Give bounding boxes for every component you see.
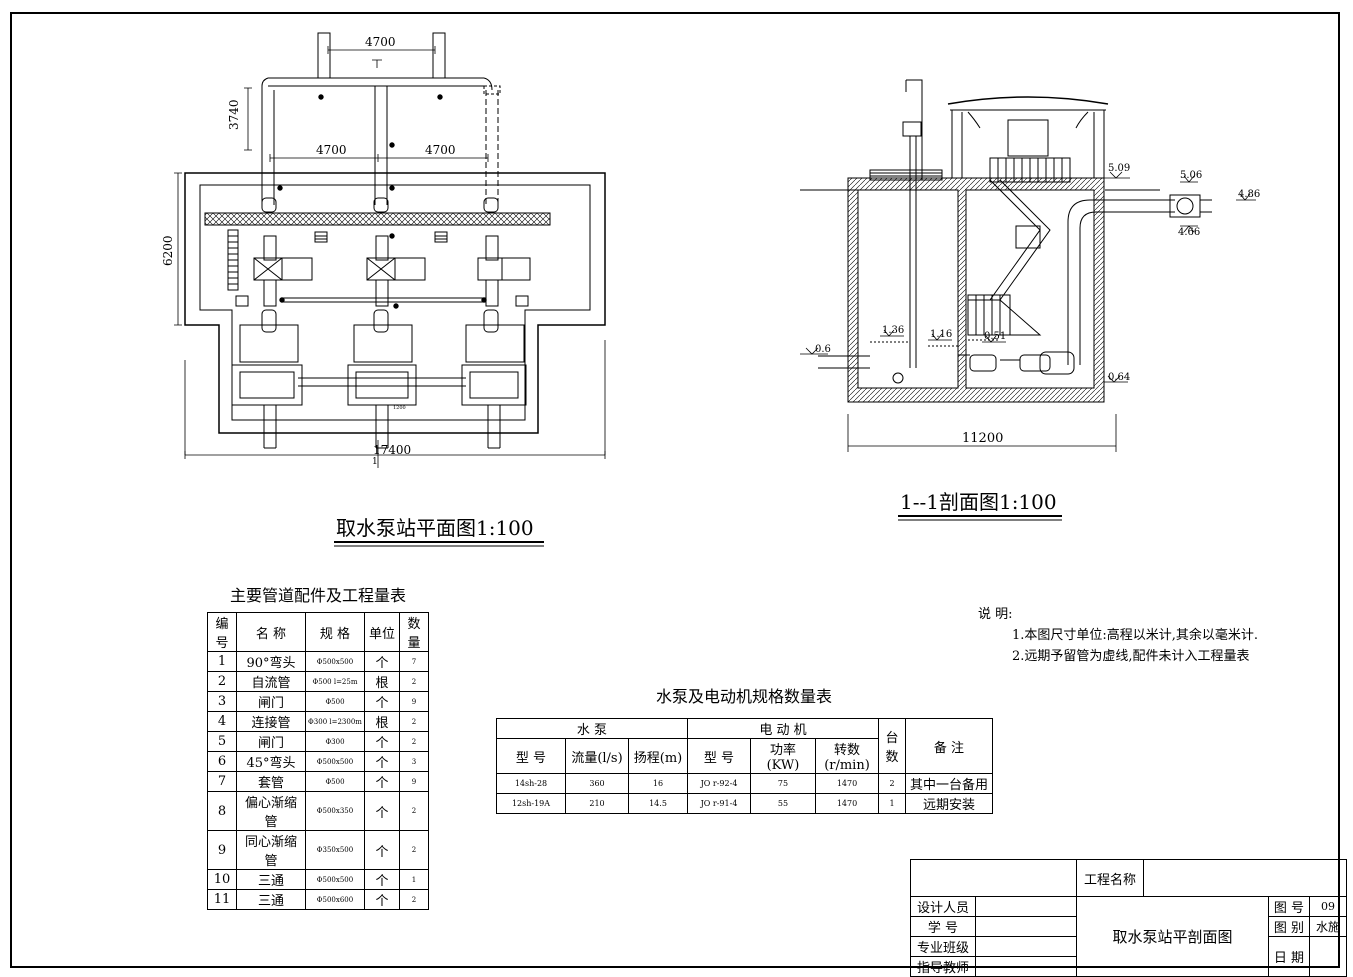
crane-beam: [204, 212, 551, 226]
project-name-label: 工程名称: [1076, 859, 1144, 897]
level-markers: [800, 171, 1256, 383]
header-name: 名 称: [236, 612, 306, 652]
header-spec: 规 格: [305, 612, 365, 652]
table-header-row: 编号 名 称 规 格 单位 数量: [207, 612, 429, 652]
section-title: 1--1剖面图1:100: [900, 490, 1057, 514]
pump-unit-2: [366, 197, 426, 333]
level-0-51: 0.51: [984, 331, 1007, 342]
header-no: 编号: [207, 612, 237, 652]
valve-markers: [277, 94, 487, 309]
header-qty: 数量: [399, 612, 429, 652]
title-block: 工程名称 设计人员 取水泵站平剖面图 图 号 09 学 号 图 别 水施 专业班…: [910, 859, 1347, 977]
pipe-table-title: 主要管道配件及工程量表: [230, 586, 407, 605]
field-category-value: 水施: [1309, 916, 1347, 937]
field-date-value: [1309, 936, 1347, 977]
section-dimension: [847, 414, 1117, 452]
level-4-66: 4.66: [1178, 227, 1201, 238]
pump-unit-3: [477, 197, 531, 333]
field-drawing-no-label: 图 号: [1268, 896, 1310, 917]
pump-table-group-row: 水 泵 电 动 机 台数 备 注: [496, 718, 993, 774]
header-unit: 单位: [364, 612, 400, 652]
dim-mid-span-a: 4700: [316, 143, 347, 157]
group-pump: 水 泵: [496, 718, 688, 739]
section-mark: 1: [372, 457, 378, 467]
plan-title: 取水泵站平面图1:100: [336, 516, 534, 540]
dim-mid-span-b: 4700: [425, 143, 456, 157]
role-student-id: 学 号: [910, 916, 976, 937]
wet-well-chambers: [231, 324, 527, 406]
dim-top-span: 4700: [365, 35, 396, 49]
pump-table-title: 水泵及电动机规格数量表: [656, 687, 833, 706]
level-0-64: 0.64: [1108, 372, 1131, 383]
connecting-pipe: [282, 297, 486, 303]
outlet-pipes: [263, 405, 501, 448]
level-1-16: 1.16: [930, 329, 953, 340]
section-view: [800, 79, 1256, 452]
note-1: 1.本图尺寸单位:高程以米计,其余以毫米计.: [1012, 628, 1259, 643]
col-remark: 备 注: [905, 718, 993, 774]
section-stairs: [967, 157, 1071, 336]
plan-dimensions: [174, 46, 606, 468]
notes-heading: 说 明:: [978, 607, 1013, 622]
plan-stair: [227, 229, 239, 291]
level-5-09: 5.09: [1108, 163, 1131, 174]
water-levels: [870, 339, 1000, 347]
superstructure: [951, 110, 1105, 178]
level-1-36: 1.36: [882, 325, 905, 336]
table-row: 14sh-28 360 16 JO r-92-4 75 1470 2 其中一台备…: [496, 773, 993, 794]
dim-vertical-a: 3740: [227, 99, 241, 130]
project-name-value: [1143, 859, 1347, 897]
plan-outer-wall: [184, 172, 606, 434]
level-4-86: 4.86: [1238, 189, 1261, 200]
notes: 说 明: 1.本图尺寸单位:高程以米计,其余以毫米计. 2.远期予留管为虚线,配…: [978, 604, 1258, 667]
pump-unit-1: [253, 197, 313, 333]
section-length: 11200: [962, 431, 1004, 446]
roof: [947, 96, 1109, 105]
level-0-6: 0.6: [815, 344, 831, 355]
role-designer: 设计人员: [910, 896, 976, 917]
drawing-frame: [10, 12, 1340, 968]
field-date-label: 日 期: [1268, 936, 1310, 977]
role-supervisor: 指导教师: [910, 956, 976, 977]
pump-motor-table: 水 泵 电 动 机 台数 备 注 型 号 流量(l/s) 扬程(m) 型 号 功…: [496, 718, 993, 814]
suction-pipes: [261, 77, 493, 205]
plan-inner-wall: [199, 184, 591, 421]
section-outlet-pipe: [1067, 199, 1175, 365]
dim-height: 6200: [161, 235, 175, 266]
level-5-06: 5.06: [1180, 170, 1203, 181]
future-pipe-dashed: [485, 90, 499, 205]
section-interior-left: [857, 189, 959, 389]
dim-small-a: 1200: [393, 405, 406, 411]
table-row: 12sh-19A 210 14.5 JO r-91-4 55 1470 1 远期…: [496, 793, 993, 814]
field-drawing-no-value: 09: [1309, 896, 1347, 917]
top-header-pipe: [268, 77, 484, 87]
plan-vents: [314, 231, 448, 243]
group-motor: 电 动 机: [687, 718, 879, 739]
drawing-title: 取水泵站平剖面图: [1076, 896, 1269, 977]
section-inlet-pipe: [818, 355, 870, 369]
col-count: 台数: [878, 718, 906, 774]
plan-view: [174, 32, 606, 468]
role-class: 专业班级: [910, 936, 976, 957]
field-category-label: 图 别: [1268, 916, 1310, 937]
pump-table-header-row: 型 号 流量(l/s) 扬程(m) 型 号 功率(KW) 转数(r/min): [496, 738, 993, 774]
note-2: 2.远期予留管为虚线,配件未计入工程量表: [1012, 649, 1250, 664]
dim-length: 17400: [373, 443, 412, 457]
